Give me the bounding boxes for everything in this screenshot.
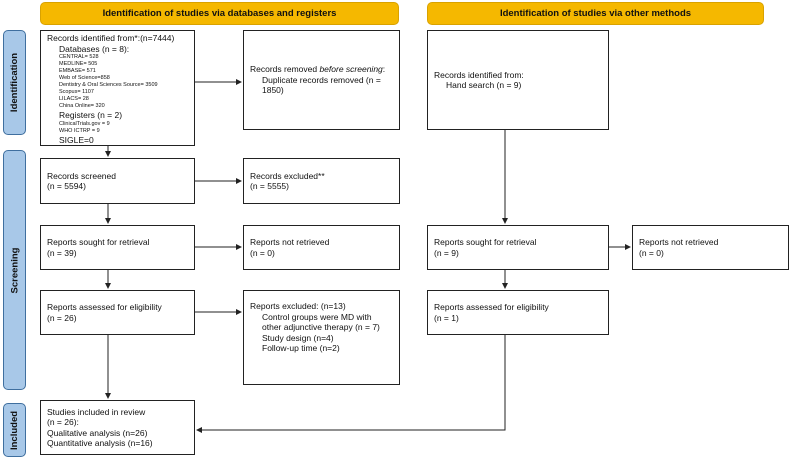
text: (n = 0) [639, 247, 664, 258]
text: (n = 5594) [47, 181, 86, 191]
text: Records identified from*:(n=7444) [47, 33, 175, 43]
text: SIGLE=0 [59, 134, 94, 145]
other-reports-assessed-box: Reports assessed for eligibility(n = 1) [427, 290, 609, 335]
text: Hand search (n = 9) [446, 80, 522, 90]
text: Quantitative analysis (n=16) [47, 438, 153, 448]
text: (n = 9) [434, 247, 459, 258]
text: Records excluded** [250, 170, 325, 181]
text: Duplicate records removed (n = 1850) [262, 74, 381, 96]
header-other-methods: Identification of studies via other meth… [427, 2, 764, 25]
text: Reports sought for retrieval [434, 237, 537, 247]
text: before screening [319, 64, 383, 75]
phase-label: Screening [9, 247, 20, 293]
text: (n = 26): [47, 417, 79, 427]
text: Reports assessed for eligibility [434, 302, 549, 312]
text: Records identified from: [434, 69, 524, 80]
text: Reports assessed for eligibility [47, 302, 162, 312]
text: China Online= 320 [59, 103, 105, 109]
text: (n = 5555) [250, 181, 289, 191]
header-databases: Identification of studies via databases … [40, 2, 399, 25]
records-screened-box: Records screened(n = 5594) [40, 158, 195, 204]
text: WHO ICTRP = 9 [59, 127, 100, 134]
text: (n = 1) [434, 312, 459, 323]
text: Reports not retrieved [250, 237, 330, 247]
records-removed-box: Records removed before screening: Duplic… [243, 30, 400, 130]
phase-label: Identification [9, 52, 20, 113]
text: ClinicalTrials.gov = 9 [59, 120, 110, 127]
text: Study design (n=4) [262, 332, 334, 343]
text: Scopus= 1107 [59, 89, 94, 95]
text: Dentistry & Oral Sciences Source= 3509 [59, 82, 158, 88]
text: Databases (n = 8): [59, 43, 130, 54]
text: Reports not retrieved [639, 237, 719, 247]
text: Reports excluded: (n=13) [250, 301, 346, 311]
text: Reports sought for retrieval [47, 237, 150, 247]
phase-label: Included [9, 410, 20, 450]
text: (n = 0) [250, 247, 275, 258]
phase-included: Included [3, 403, 26, 457]
text: Studies included in review [47, 406, 146, 417]
records-identified-box: Records identified from*:(n=7444) Databa… [40, 30, 195, 146]
text: MEDLINE= 505 [59, 61, 98, 67]
reports-sought-box: Reports sought for retrieval(n = 39) [40, 225, 195, 270]
reports-assessed-box: Reports assessed for eligibility(n = 26) [40, 290, 195, 335]
text: (n = 26) [47, 312, 77, 323]
text: LILACS= 28 [59, 96, 89, 102]
reports-not-retrieved-box: Reports not retrieved(n = 0) [243, 225, 400, 270]
other-reports-not-retrieved-box: Reports not retrieved(n = 0) [632, 225, 789, 270]
phase-screening: Screening [3, 150, 26, 390]
reports-excluded-box: Reports excluded: (n=13) Control groups … [243, 290, 400, 385]
text: CENTRAL= 528 [59, 54, 99, 60]
records-excluded-box: Records excluded**(n = 5555) [243, 158, 400, 204]
studies-included-box: Studies included in review (n = 26): Qua… [40, 400, 195, 455]
text: Registers (n = 2) [59, 110, 123, 120]
text: : [382, 64, 386, 75]
text: Records removed before screening: [250, 64, 393, 75]
text: Web of Science=858 [59, 75, 110, 81]
text: EMBASE= 571 [59, 68, 96, 74]
text: Follow-up time (n=2) [262, 343, 340, 353]
other-records-identified-box: Records identified from:Hand search (n =… [427, 30, 609, 130]
text: Control groups were MD with other adjunc… [262, 311, 380, 333]
text: Records screened [47, 170, 116, 181]
text: (n = 39) [47, 247, 77, 258]
phase-identification: Identification [3, 30, 26, 135]
text: Qualitative analysis (n=26) [47, 427, 148, 438]
text: Records removed [250, 64, 320, 75]
other-reports-sought-box: Reports sought for retrieval(n = 9) [427, 225, 609, 270]
